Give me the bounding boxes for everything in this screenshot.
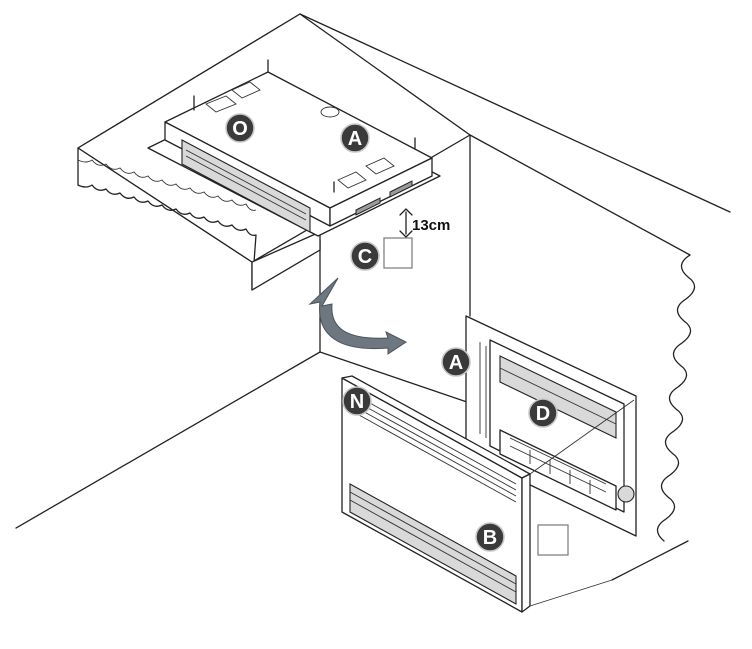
move-arrow xyxy=(308,277,407,355)
empty-box-c xyxy=(383,237,413,269)
label-d-badge: D xyxy=(528,398,558,428)
svg-text:N: N xyxy=(350,391,364,413)
empty-box-b xyxy=(537,524,569,556)
label-a-side-badge: A xyxy=(441,347,471,377)
svg-text:O: O xyxy=(232,118,248,140)
svg-text:A: A xyxy=(449,352,463,374)
svg-text:D: D xyxy=(536,403,550,425)
label-o-badge: O xyxy=(225,113,255,143)
clearance-dimension: 13cm xyxy=(399,208,450,238)
label-a-top-badge: A xyxy=(340,123,370,153)
label-c-badge: C xyxy=(350,241,380,271)
ceiling-unit xyxy=(147,59,441,237)
svg-text:B: B xyxy=(483,527,497,549)
svg-text:A: A xyxy=(348,128,362,150)
label-n-badge: N xyxy=(342,386,372,416)
front-panel xyxy=(341,375,635,613)
label-b-badge: B xyxy=(475,522,505,552)
dimension-label: 13cm xyxy=(412,217,450,234)
svg-text:C: C xyxy=(358,246,372,268)
wall-unit xyxy=(465,315,637,537)
